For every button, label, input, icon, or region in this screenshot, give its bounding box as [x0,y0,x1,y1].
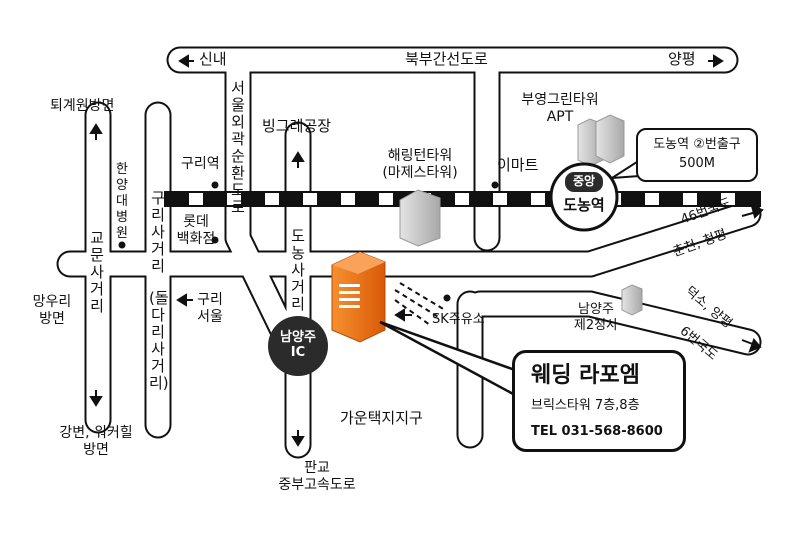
venue-building-icon [331,251,386,343]
namyangju-office-building [621,284,643,316]
to-toegyewon-label: 퇴계원방면 [50,98,115,114]
buyeong-apt-building [577,114,625,167]
arrow-left-icon [176,293,187,307]
guri-station-label: 구리역 [181,156,220,172]
exit-callout-title: 도농역 ②번출구 [653,137,741,152]
sk-gas-dot [443,294,451,302]
gaun-district-label: 가운택지지구 [340,409,423,427]
exit-callout-box: 도농역 ②번출구 500M [636,128,758,182]
emart-label: 이마트 [497,156,539,174]
namyangju-ic-marker [268,316,328,376]
haeringten-building [399,189,441,247]
sk-gas-label: SK주유소 [432,312,485,327]
arrow-up-icon [89,123,103,134]
arrow-down-icon [89,396,103,407]
lotte-dot [211,236,219,244]
arrow-right-icon [713,54,724,68]
arrow-left-icon [394,308,405,322]
venue-info-box: 웨딩 라포엠 브릭스타워 7층,8층 TEL 031-568-8600 [512,350,686,452]
railway-line [164,191,761,207]
hanyang-hospital-label: 한양대병원 [116,162,128,241]
top-expressway-label: 북부간선도로 [405,50,488,68]
gyomun-crossroad-label: 교문사거리 [90,229,104,315]
venue-callout-pointer [379,320,517,398]
emart-dot [491,181,499,189]
donong-crossroad-label: 도농사거리 [291,227,305,313]
arrow-right-icon [748,338,762,353]
donong-line-badge: 중앙 [572,174,596,188]
arrow-up-icon [291,151,305,162]
to-sinnae-label: 신내 [199,50,227,68]
hospital-dot [118,241,126,249]
donong-station-label: 도농역 [563,196,605,214]
venue-name: 웨딩 라포엠 [531,363,640,388]
venue-phone: TEL 031-568-8600 [531,424,663,439]
guri-station-dot [211,181,219,189]
guri-crossroad-label: 구리사거리 [151,189,165,275]
venue-approach-lines [394,282,446,326]
arrow-left-icon [178,54,189,68]
dolda-crossroad-label: (돌다리사거리) [149,289,169,392]
haeringten-label: 해링턴타워(마제스타워) [382,148,458,181]
venue-address: 브릭스타워 7층,8층 [531,398,640,413]
to-yangpyeong-label: 양평 [668,50,696,68]
arrow-down-icon [291,436,305,447]
exit-callout-distance: 500M [678,156,716,171]
seoul-ring-road-label: 서울외곽순환도로 [231,79,245,216]
arrow-right-icon [750,204,764,219]
bing-factory-label: 빙그레공장 [262,117,332,135]
